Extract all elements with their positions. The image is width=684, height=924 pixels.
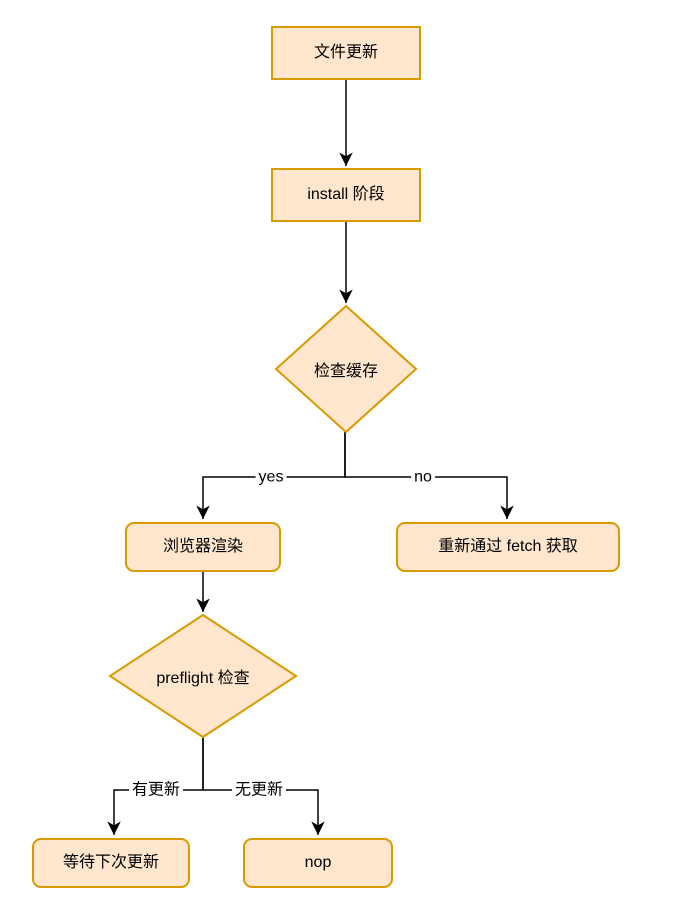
decision-preflight-diamond (108, 613, 298, 739)
node-install-phase: install 阶段 (271, 168, 421, 222)
node-wait-next-update: 等待下次更新 (32, 838, 190, 888)
decision-check-cache-diamond (274, 304, 418, 434)
edge-label-no-update: 无更新 (231, 780, 287, 800)
edge-label-yes: yes (255, 467, 287, 487)
node-browser-render: 浏览器渲染 (125, 522, 281, 572)
edge-label-no: no (411, 467, 435, 487)
node-file-update: 文件更新 (271, 26, 421, 80)
node-nop: nop (243, 838, 393, 888)
node-refetch: 重新通过 fetch 获取 (396, 522, 620, 572)
edge-label-has-update: 有更新 (128, 780, 184, 800)
